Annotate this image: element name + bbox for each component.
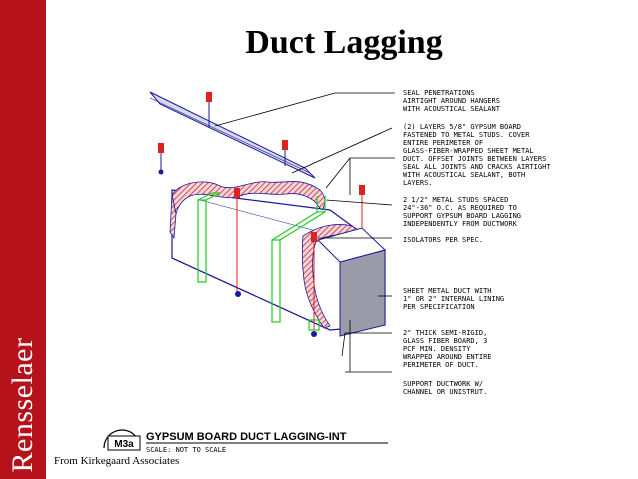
note-support-ductwork: SUPPORT DUCTWORK W/ CHANNEL OR UNISTRUT.: [403, 380, 487, 396]
callout-leaders: [214, 92, 395, 373]
detail-title: GYPSUM BOARD DUCT LAGGING-INT: [146, 431, 347, 443]
hanger-markers: [158, 92, 365, 337]
slide-title: Duct Lagging: [245, 24, 443, 61]
brand-sidebar: Rensselaer: [0, 0, 46, 479]
detail-title-block: M3a GYPSUM BOARD DUCT LAGGING-INT SCALE:…: [103, 429, 388, 454]
note-seal-penetrations: SEAL PENETRATIONS AIRTIGHT AROUND HANGER…: [403, 89, 504, 113]
note-gypsum-board: (2) LAYERS 5/8" GYPSUM BOARD FASTENED TO…: [403, 123, 555, 187]
note-glass-fiber-board: 2" THICK SEMI-RIGID, GLASS FIBER BOARD, …: [403, 329, 496, 369]
detail-scale: SCALE: NOT TO SCALE: [146, 446, 226, 454]
detail-badge: M3a: [114, 439, 134, 450]
note-metal-studs: 2 1/2" METAL STUDS SPACED 24"-36" O.C. A…: [403, 196, 525, 228]
callout-notes: SEAL PENETRATIONS AIRTIGHT AROUND HANGER…: [403, 89, 555, 396]
upper-lagging-strip: [149, 91, 316, 179]
note-sheet-metal-duct: SHEET METAL DUCT WITH 1" OR 2" INTERNAL …: [403, 287, 508, 311]
note-isolators: ISOLATORS PER SPEC.: [403, 236, 483, 244]
credit-line: From Kirkegaard Associates: [54, 455, 180, 467]
duct-end-face: [317, 227, 386, 337]
metal-studs: [197, 192, 326, 331]
